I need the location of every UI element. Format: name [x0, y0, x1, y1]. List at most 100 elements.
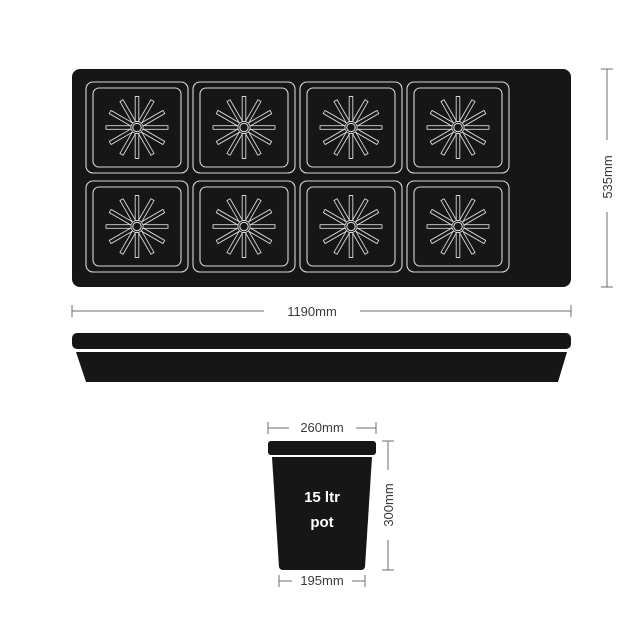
flower-petal	[226, 99, 244, 124]
tray-top-body	[72, 69, 571, 287]
flower-petal	[333, 230, 351, 255]
flower-petal	[455, 133, 461, 159]
drainage-flower-icon	[212, 96, 276, 159]
flower-petal	[108, 208, 134, 226]
flower-petal	[134, 195, 140, 221]
cell-inner-outline	[199, 186, 289, 267]
flower-petal	[215, 109, 241, 127]
flower-petal	[247, 208, 273, 226]
flower-petal	[226, 198, 244, 223]
flower-center	[453, 122, 463, 133]
cell-inner-outline	[413, 87, 503, 168]
flower-petal	[140, 227, 166, 245]
flower-petal	[140, 208, 166, 226]
flower-petal	[215, 128, 241, 146]
flower-petal	[440, 99, 458, 124]
cell-outer-outline	[406, 180, 510, 273]
flower-petal	[119, 198, 137, 223]
flower-petal	[226, 131, 244, 156]
flower-petal	[105, 125, 132, 130]
flower-petal	[249, 125, 276, 130]
cell-inner-outline	[92, 87, 182, 168]
flower-petal	[458, 131, 476, 156]
flower-petal	[351, 198, 369, 223]
flower-petal	[137, 198, 155, 223]
flower-petal	[212, 125, 239, 130]
flower-petal	[426, 125, 453, 130]
flower-petal	[119, 230, 137, 255]
flower-petal	[348, 133, 354, 159]
flower-petal	[215, 227, 241, 245]
flower-petal	[348, 195, 354, 221]
flower-petal	[244, 198, 262, 223]
flower-petal	[137, 99, 155, 124]
cell-outer-outline	[406, 81, 510, 174]
flower-petal	[429, 109, 455, 127]
flower-petal	[354, 208, 380, 226]
flower-center	[239, 221, 249, 232]
tray-depth-dimension: 535mm	[600, 68, 615, 288]
flower-petal	[247, 128, 273, 146]
flower-petal	[461, 128, 487, 146]
flower-petal	[348, 232, 354, 258]
flower-petal	[244, 131, 262, 156]
drainage-flower-icon	[426, 195, 490, 258]
flower-petal	[356, 224, 383, 229]
flower-petal	[322, 128, 348, 146]
flower-petal	[463, 224, 490, 229]
tray-pot-cell	[299, 81, 403, 174]
tray-pot-cell	[85, 81, 189, 174]
flower-petal	[322, 227, 348, 245]
flower-petal	[461, 227, 487, 245]
tray-side-view	[72, 333, 571, 382]
pot-height-label: 300mm	[381, 483, 396, 526]
flower-center	[239, 122, 249, 133]
cell-inner-outline	[413, 186, 503, 267]
tray-depth-label: 535mm	[600, 155, 615, 198]
tray-pot-cell	[299, 180, 403, 273]
flower-petal	[108, 109, 134, 127]
pot-base-dimension: 195mm	[278, 573, 366, 588]
drainage-flower-icon	[212, 195, 276, 258]
flower-petal	[241, 133, 247, 159]
tray-pot-cell	[406, 180, 510, 273]
pot-top-dimension: 260mm	[267, 420, 377, 435]
flower-petal	[351, 131, 369, 156]
tray-width-label: 1190mm	[287, 304, 337, 319]
flower-petal	[322, 109, 348, 127]
drainage-flower-icon	[426, 96, 490, 159]
tray-width-dimension: 1190mm	[71, 304, 572, 319]
flower-petal	[119, 131, 137, 156]
tray-pot-cell	[192, 81, 296, 174]
pot-height-dimension: 300mm	[381, 440, 396, 571]
tray-pot-cell	[406, 81, 510, 174]
flower-petal	[215, 208, 241, 226]
pot-top-diameter-label: 260mm	[300, 420, 343, 435]
flower-petal	[461, 109, 487, 127]
flower-petal	[348, 96, 354, 122]
pot-body	[272, 457, 372, 570]
flower-petal	[140, 128, 166, 146]
cell-outer-outline	[299, 81, 403, 174]
cell-outer-outline	[192, 81, 296, 174]
pot-base-diameter-label: 195mm	[300, 573, 343, 588]
flower-petal	[140, 109, 166, 127]
flower-petal	[356, 125, 383, 130]
drainage-flower-icon	[105, 96, 169, 159]
flower-petal	[241, 96, 247, 122]
cell-outer-outline	[299, 180, 403, 273]
cell-outer-outline	[85, 180, 189, 273]
flower-petal	[244, 99, 262, 124]
flower-petal	[142, 224, 169, 229]
flower-petal	[461, 208, 487, 226]
flower-petal	[212, 224, 239, 229]
flower-petal	[351, 99, 369, 124]
flower-petal	[319, 224, 346, 229]
flower-petal	[333, 198, 351, 223]
flower-petal	[244, 230, 262, 255]
flower-petal	[458, 198, 476, 223]
flower-petal	[429, 128, 455, 146]
flower-petal	[333, 131, 351, 156]
tray-pot-cells	[85, 81, 510, 273]
